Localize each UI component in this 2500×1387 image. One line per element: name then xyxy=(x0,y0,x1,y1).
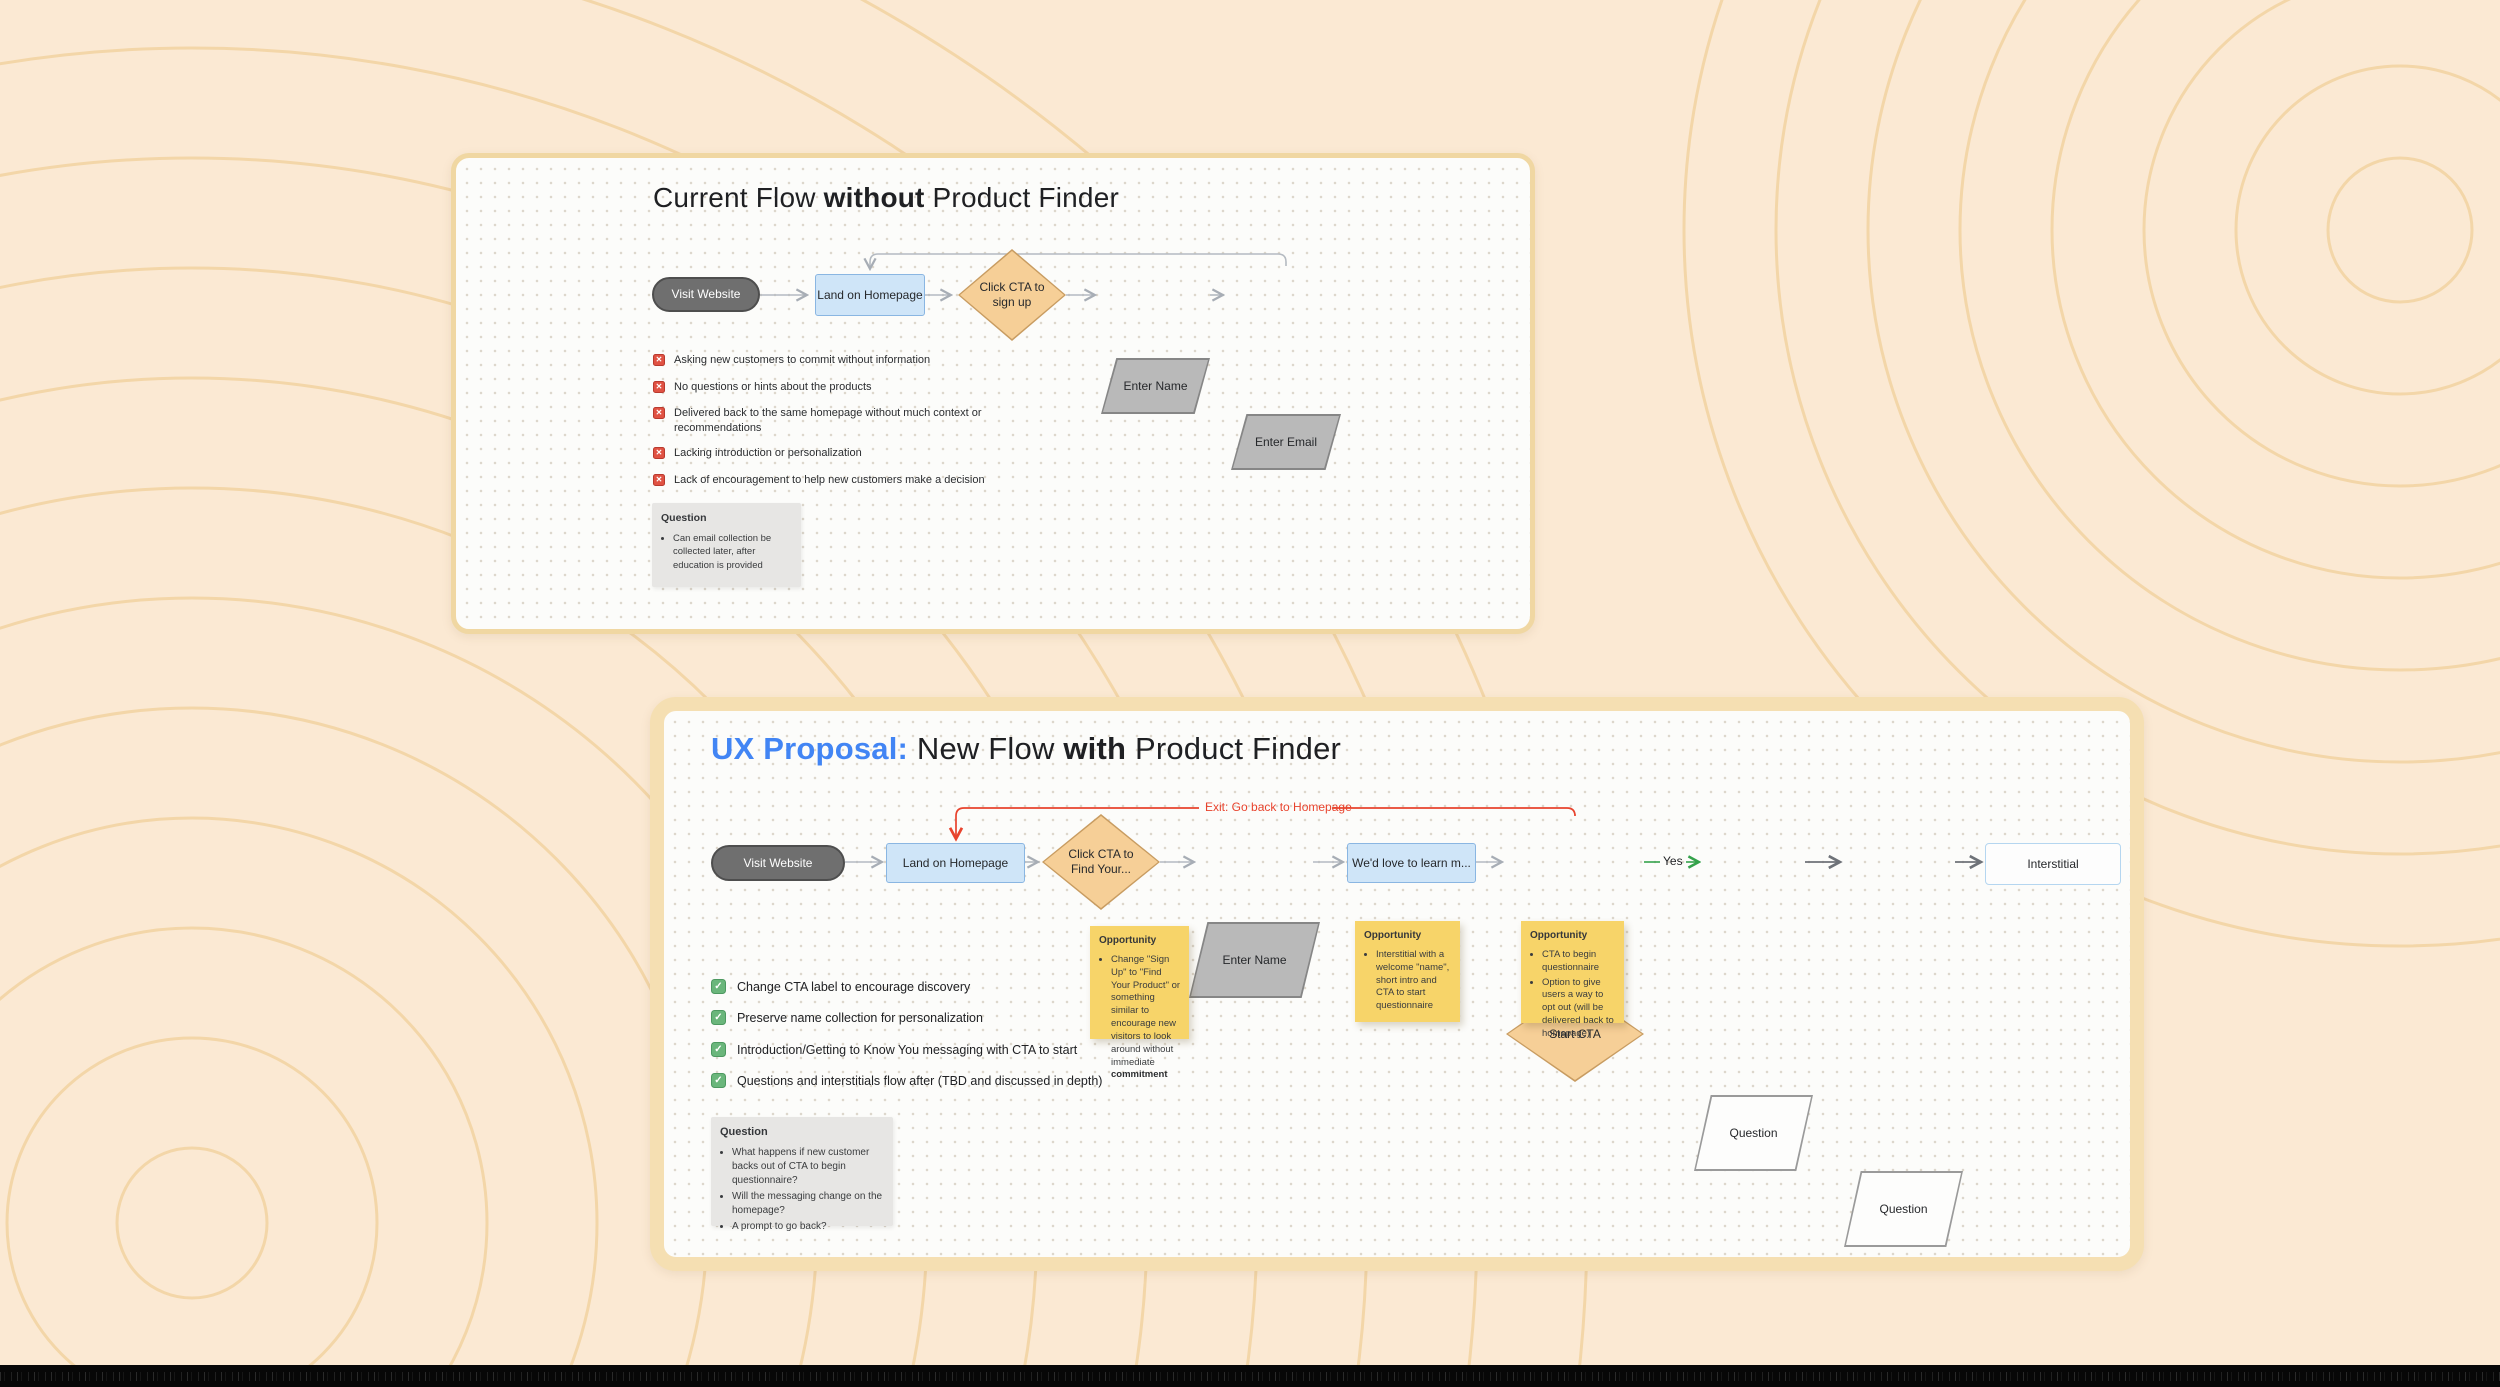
red-x-icon: ✕ xyxy=(653,473,665,486)
flow-node-enter-email[interactable]: Enter Email xyxy=(1231,414,1341,470)
green-check-icon: ✓ xyxy=(711,1072,726,1088)
issue-item: ✕No questions or hints about the product… xyxy=(653,380,1093,395)
issue-item: ✕Delivered back to the same homepage wit… xyxy=(653,406,1093,435)
issue-item: ✕Lacking introduction or personalization xyxy=(653,446,1093,461)
improvement-list: ✓Change CTA label to encourage discovery… xyxy=(711,979,1271,1104)
flow-node-interstitial[interactable]: Interstitial xyxy=(1985,843,2121,885)
bottom-strip xyxy=(0,1365,2500,1387)
opportunity-sticky-3[interactable]: Opportunity CTA to begin questionnaire O… xyxy=(1521,921,1624,1039)
issue-item: ✕Asking new customers to commit without … xyxy=(653,353,1093,368)
issue-list: ✕Asking new customers to commit without … xyxy=(653,353,1093,499)
yes-edge-label: Yes xyxy=(1663,854,1683,868)
flow-node-cta-signup[interactable]: Click CTA to sign up xyxy=(958,249,1066,341)
improvement-item: ✓Questions and interstitials flow after … xyxy=(711,1072,1271,1089)
question-note[interactable]: Question What happens if new customer ba… xyxy=(711,1117,893,1232)
flow-node-question-1[interactable]: Question xyxy=(1694,1095,1813,1171)
parallelogram-fill xyxy=(1846,1173,1961,1245)
current-flow-title: Current Flow without Product Finder xyxy=(653,182,1119,213)
red-x-icon: ✕ xyxy=(653,407,665,420)
flow-node-learn-more[interactable]: We'd love to learn m... xyxy=(1347,843,1476,883)
red-x-icon: ✕ xyxy=(653,354,665,366)
flow-node-cta-find-your[interactable]: Click CTA to Find Your... xyxy=(1042,814,1160,910)
flow-node-land-on-homepage[interactable]: Land on Homepage xyxy=(815,274,925,316)
flow-node-enter-name[interactable]: Enter Name xyxy=(1189,922,1320,998)
flow-node-question-2[interactable]: Question xyxy=(1844,1171,1963,1247)
frame-ux-proposal[interactable]: UX Proposal: New Flow with Product Finde… xyxy=(650,697,2144,1271)
flow-node-visit-website[interactable]: Visit Website xyxy=(652,277,760,312)
flow-node-land-on-homepage[interactable]: Land on Homepage xyxy=(886,843,1025,883)
opportunity-sticky-2[interactable]: Opportunity Interstitial with a welcome … xyxy=(1355,921,1460,1022)
improvement-item: ✓Introduction/Getting to Know You messag… xyxy=(711,1041,1271,1058)
red-x-icon: ✕ xyxy=(653,447,665,460)
improvement-item: ✓Preserve name collection for personaliz… xyxy=(711,1010,1271,1026)
green-check-icon: ✓ xyxy=(711,1041,726,1057)
exit-edge-label: Exit: Go back to Homepage xyxy=(1205,800,1352,814)
green-check-icon: ✓ xyxy=(711,979,726,994)
red-x-icon: ✕ xyxy=(653,380,665,393)
green-check-icon: ✓ xyxy=(711,1010,726,1026)
issue-item: ✕Lack of encouragement to help new custo… xyxy=(653,473,1093,488)
opportunity-sticky-1[interactable]: Opportunity Change "Sign Up" to "Find Yo… xyxy=(1090,926,1189,1080)
flow-node-enter-name[interactable]: Enter Name xyxy=(1101,358,1210,414)
ux-proposal-title: UX Proposal: New Flow with Product Finde… xyxy=(711,731,1342,766)
question-note[interactable]: Question Can email collection be collect… xyxy=(652,503,801,587)
frame-current-flow[interactable]: Current Flow without Product Finder Visi… xyxy=(451,153,1535,634)
flow-node-visit-website[interactable]: Visit Website xyxy=(711,845,845,881)
parallelogram-fill xyxy=(1696,1097,1811,1169)
improvement-item: ✓Change CTA label to encourage discovery xyxy=(711,979,1271,995)
